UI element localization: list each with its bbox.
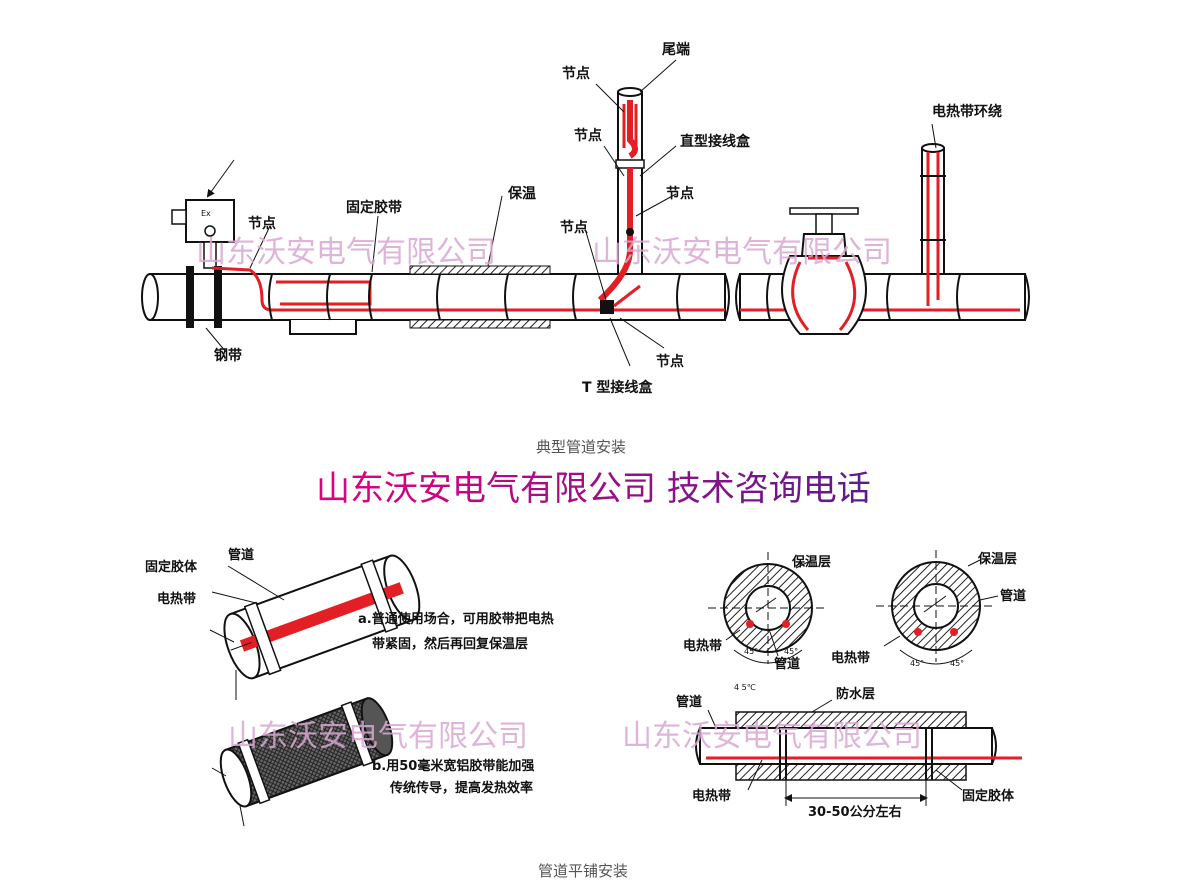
main-pipe-left [141,273,730,321]
bottom-left-diagram: 固定胶体 管道 电热带 a.普通使用场合，可用胶带把电热 带紧固，然后再回复保温… [145,547,554,827]
label-node-4: 节点 [248,215,276,232]
pipe-with-aluminium-tape [219,697,394,808]
leader-lines [249,59,937,367]
label-node-5: 节点 [560,219,588,236]
label-heat-band-1: 电热带 [683,638,722,654]
long-section [695,699,1022,806]
watermark-4: 山东沃安电气有限公司 [622,719,922,754]
watermark-1: 山东沃安电气有限公司 [196,235,496,270]
steel-bands [186,266,227,353]
label-spacing: 30-50公分左右 [808,804,902,820]
insulation-sleeve [409,265,551,329]
vertical-branch-pipe [597,87,645,314]
label-node-3: 节点 [666,185,694,202]
ex-mark: Ex [201,209,211,218]
label-angle-caption: 4 5℃ [734,683,756,692]
label-fix-body: 固定胶体 [145,559,198,575]
label-waterproof: 防水层 [836,686,875,702]
clamp-rings [268,273,961,321]
label-node-1: 节点 [562,65,590,82]
label-node-6: 节点 [656,353,684,370]
label-steel-band: 钢带 [214,347,242,364]
caption-bottom: 管道平铺安装 [538,862,628,880]
label-pipe-2: 管道 [774,656,800,672]
label-insulation: 保温 [507,185,536,202]
valve [781,207,867,335]
note-a-line-1: a.普通使用场合，可用胶带把电热 [358,611,554,627]
label-insul-layer-1: 保温层 [791,554,831,570]
company-banner: 山东沃安电气有限公司 技术咨询电话 [316,469,871,509]
pipe-with-tape [223,554,421,680]
cross-section-1 [708,552,828,664]
label-fix-body-right: 固定胶体 [962,788,1015,804]
note-b-line-1: b.用50毫米宽铝胶带能加强 [372,758,534,774]
watermark-3: 山东沃安电气有限公司 [228,719,528,754]
label-node-2: 节点 [574,127,602,144]
watermark-2: 山东沃安电气有限公司 [592,235,892,270]
label-insul-layer-2: 保温层 [977,551,1017,567]
bottom-right-diagram: 保温层 保温层 管道 电热带 管道 电热带 45° 45° 45° 45° 4 … [676,550,1026,820]
label-pipe-1: 管道 [1000,588,1026,604]
main-pipe-right [735,273,1030,321]
label-angle-4: 45° [950,659,964,668]
label-angle-1: 45° [744,647,758,656]
label-straight-box: 直型接线盒 [680,133,751,150]
heat-loop-stub [920,143,946,306]
cross-section-2 [876,550,999,665]
label-fix-tape: 固定胶带 [346,199,402,216]
label-heat-loop: 电热带环绕 [932,103,1002,120]
label-heat-band-2: 电热带 [831,650,870,666]
top-pipeline-diagram: Ex [141,41,1030,456]
ex-junction-box: Ex [171,159,235,269]
label-angle-3: 45° [910,659,924,668]
label-tail-end: 尾端 [662,41,690,58]
label-angle-2: 45° [784,647,798,656]
note-b-line-2: 传统传导，提高发热效率 [389,780,533,796]
label-t-box: T 型接线盒 [582,379,653,396]
note-a-line-2: 带紧固，然后再回复保温层 [372,636,528,652]
label-pipe-3: 管道 [676,694,702,710]
label-heat-band: 电热带 [157,591,196,607]
label-pipe: 管道 [228,547,254,563]
label-heat-band-3: 电热带 [692,788,731,804]
caption-top: 典型管道安装 [536,438,626,456]
